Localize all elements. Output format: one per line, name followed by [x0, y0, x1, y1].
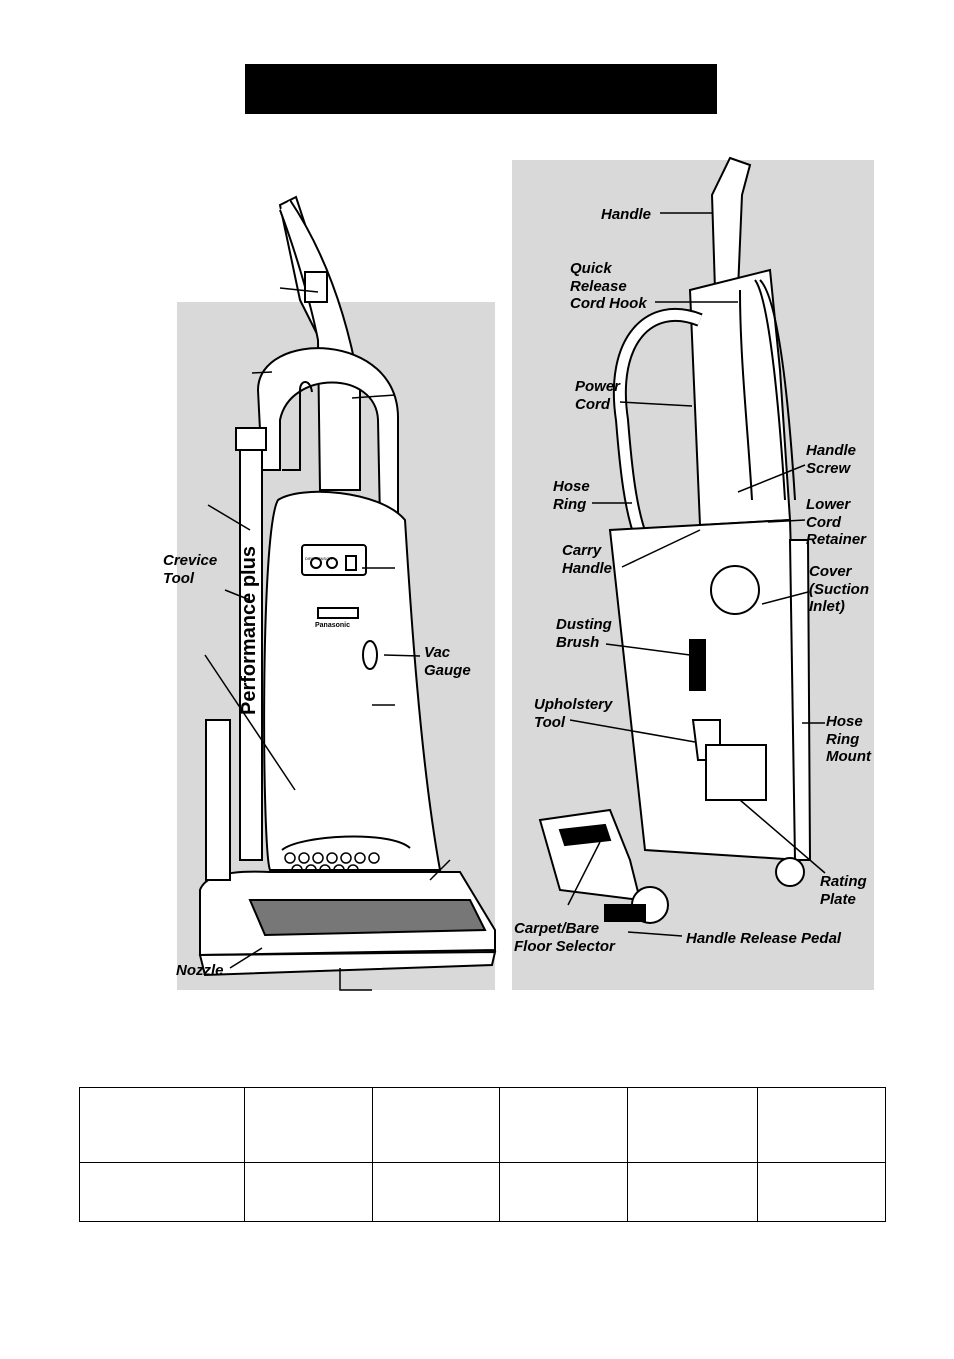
table-cell [371, 1087, 501, 1163]
table-cell [79, 1087, 245, 1163]
table-row [79, 1162, 886, 1222]
table-cell [757, 1087, 886, 1163]
table-cell [757, 1162, 886, 1222]
table-cell [627, 1162, 759, 1222]
table-row [79, 1087, 886, 1163]
table-cell [499, 1162, 629, 1222]
label-vac-gauge: Vac Gauge [424, 644, 471, 679]
label-dusting-brush: Dusting Brush [556, 616, 612, 651]
label-carpet-bare-floor-selector: Carpet/Bare Floor Selector [514, 920, 615, 955]
label-power-cord: Power Cord [575, 378, 621, 413]
label-carry-handle: Carry Handle [562, 542, 613, 577]
label-model-badge: Performance plus [238, 546, 260, 715]
label-handle: Handle [601, 206, 652, 223]
label-upholstery-tool: Upholstery Tool [534, 696, 613, 731]
label-hose-ring: Hose Ring [553, 478, 590, 513]
table-cell [627, 1087, 759, 1163]
table-cell [499, 1087, 629, 1163]
label-crevice-tool: Crevice Tool [163, 552, 218, 587]
left-vacuum-drawing [177, 195, 497, 990]
table-cell [79, 1162, 245, 1222]
table-cell [243, 1087, 373, 1163]
label-rating-plate: Rating Plate [820, 873, 867, 908]
left-leader-lines [204, 287, 451, 991]
title-bar [245, 64, 717, 114]
label-lower-cord-retainer: Lower Cord Retainer [806, 496, 867, 548]
right-vacuum-drawing [512, 156, 874, 990]
table-cell [371, 1162, 501, 1222]
specs-table [79, 1087, 886, 1222]
label-cover-suction-inlet: Cover (Suction Inlet) [809, 563, 869, 615]
label-handle-release-pedal: Handle Release Pedal [686, 930, 842, 947]
label-brand: Panasonic [315, 622, 351, 629]
vacuum-illustrations [177, 156, 874, 991]
label-hose-ring-mount: Hose Ring Mount [826, 713, 871, 765]
label-nozzle: Nozzle [176, 962, 224, 979]
vacuum-diagram: Crevice Tool Vac Gauge Nozzle Panasonic … [0, 150, 954, 1010]
table-cell [243, 1162, 373, 1222]
label-quick-release-cord-hook: Quick Release Cord Hook [570, 260, 647, 312]
right-leader-lines [567, 212, 826, 937]
label-dirt-sensor: DIRT SENSOR [305, 556, 333, 561]
label-handle-screw: Handle Screw [806, 442, 857, 477]
